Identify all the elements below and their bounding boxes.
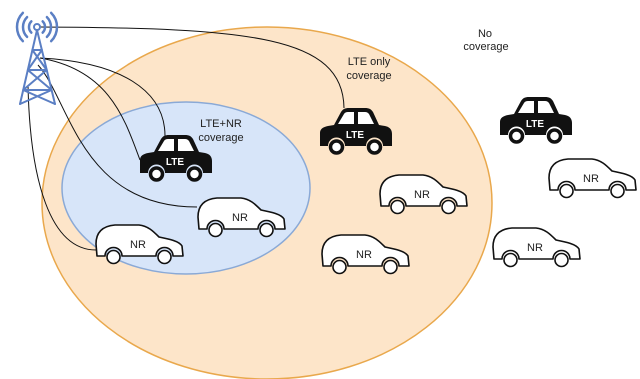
wave-right-inner	[41, 20, 47, 34]
nr-car: NR	[379, 174, 468, 215]
wave-right-outer	[49, 11, 59, 43]
nr-car: NR	[95, 224, 184, 265]
lte-car: LTE	[318, 106, 394, 155]
car-label: NR	[414, 189, 430, 201]
label-line: LTE only	[348, 56, 391, 68]
car-label: LTE	[526, 119, 544, 130]
nr-car: NR	[197, 197, 286, 238]
link-to-lte-only-car	[39, 26, 345, 109]
nr-car: NR	[321, 234, 410, 275]
car-label: LTE	[346, 130, 364, 141]
label-line: No	[478, 28, 492, 40]
tower-legs	[19, 29, 56, 105]
tower-braces	[19, 49, 56, 105]
label-line: LTE+NR	[200, 118, 242, 130]
link-to-lte-nr-car-side	[39, 57, 141, 161]
label-line: coverage	[463, 41, 508, 53]
lte-car: LTE	[498, 95, 574, 144]
wave-left-outer	[15, 11, 25, 43]
car-label: NR	[232, 212, 248, 224]
no-coverage-label: No coverage	[463, 28, 508, 53]
lte-only-coverage-label: LTE only coverage	[346, 56, 391, 82]
car-label: NR	[583, 173, 599, 185]
car-label: NR	[130, 239, 146, 251]
link-to-nr-car-lower	[27, 84, 97, 251]
car-label: LTE	[166, 157, 184, 168]
wave-left-middle	[21, 15, 29, 39]
car-label: NR	[356, 249, 372, 261]
wave-right-middle	[45, 15, 53, 39]
car-label: NR	[527, 242, 543, 254]
lte-nr-coverage-label: LTE+NR coverage	[198, 118, 243, 144]
label-line: coverage	[198, 132, 243, 144]
nr-car: NR	[548, 158, 637, 199]
nr-car: NR	[492, 227, 581, 268]
wave-left-inner	[27, 20, 33, 34]
label-line: coverage	[346, 70, 391, 82]
cell-tower-icon	[15, 11, 59, 105]
lte-car: LTE	[138, 133, 214, 182]
link-to-lte-nr-car-roof	[39, 57, 166, 137]
radio-waves-icon	[15, 11, 59, 43]
